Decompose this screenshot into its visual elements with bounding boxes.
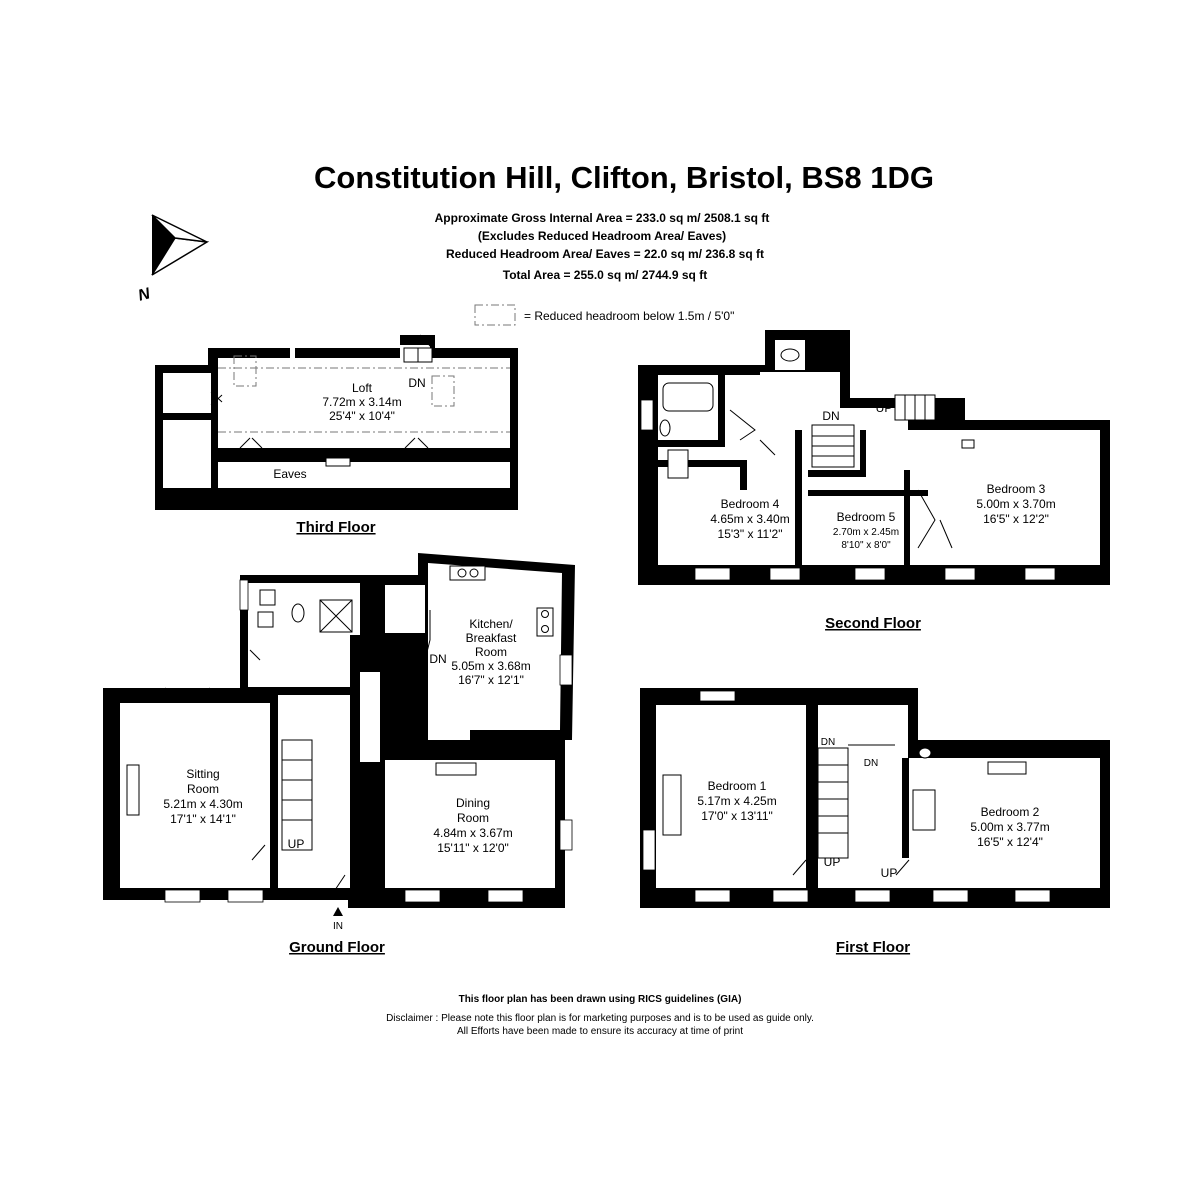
- first-floor-title: First Floor: [836, 939, 910, 956]
- bedroom2-metric: 5.00m x 3.77m: [970, 820, 1049, 834]
- sitting-room-imperial: 17'1" x 14'1": [170, 812, 236, 826]
- kitchen-name-line1: Kitchen/: [469, 617, 513, 631]
- loft-name: Loft: [352, 381, 373, 395]
- entrance-label: IN: [333, 921, 343, 932]
- bedroom3-metric: 5.00m x 3.70m: [976, 497, 1055, 511]
- sitting-room-metric: 5.21m x 4.30m: [163, 797, 242, 811]
- first-floor-stair-down-label: DN: [821, 737, 835, 748]
- second-floor-stair-up-label: UP: [876, 401, 893, 415]
- bedroom2-name: Bedroom 2: [981, 805, 1040, 819]
- first-floor-stair-up-label-2: UP: [881, 866, 898, 880]
- dining-room-metric: 4.84m x 3.67m: [433, 826, 512, 840]
- loft-stair-down-label: DN: [408, 376, 425, 390]
- eaves-label: Eaves: [273, 467, 306, 481]
- first-floor-stair-down-label-2: DN: [864, 758, 878, 769]
- bedroom1-metric: 5.17m x 4.25m: [697, 794, 776, 808]
- ground-floor-title: Ground Floor: [289, 939, 385, 956]
- ground-floor-plan: [103, 553, 575, 916]
- area-exclusion-note: (Excludes Reduced Headroom Area/ Eaves): [478, 229, 726, 243]
- loft-imperial: 25'4" x 10'4": [329, 409, 395, 423]
- third-floor-plan: [155, 334, 518, 510]
- first-floor-stair-up-label: UP: [824, 855, 841, 869]
- reduced-headroom-legend: = Reduced headroom below 1.5m / 5'0": [524, 309, 734, 323]
- first-floor-plan: [640, 688, 1110, 908]
- gross-internal-area: Approximate Gross Internal Area = 233.0 …: [435, 211, 770, 225]
- kitchen-name-line2: Breakfast: [466, 631, 517, 645]
- disclaimer-line2: All Efforts have been made to ensure its…: [457, 1026, 743, 1037]
- compass-label: N: [136, 285, 152, 305]
- ground-stair-down-label: DN: [429, 652, 446, 666]
- page-title: Constitution Hill, Clifton, Bristol, BS8…: [314, 160, 934, 195]
- reduced-headroom-legend-swatch: [474, 304, 516, 326]
- sitting-room-name-line1: Sitting: [186, 767, 219, 781]
- bedroom1-imperial: 17'0" x 13'11": [701, 809, 773, 823]
- kitchen-metric: 5.05m x 3.68m: [451, 659, 530, 673]
- kitchen-name-line3: Room: [475, 645, 507, 659]
- bedroom2-imperial: 16'5" x 12'4": [977, 835, 1043, 849]
- bedroom3-name: Bedroom 3: [987, 482, 1046, 496]
- second-floor-plan: [638, 330, 1110, 585]
- disclaimer-line1: Disclaimer : Please note this floor plan…: [386, 1013, 814, 1024]
- rics-note: This floor plan has been drawn using RIC…: [459, 994, 742, 1005]
- bedroom4-imperial: 15'3" x 11'2": [718, 527, 783, 541]
- total-area: Total Area = 255.0 sq m/ 2744.9 sq ft: [503, 268, 707, 282]
- kitchen-imperial: 16'7" x 12'1": [458, 673, 524, 687]
- bedroom5-imperial: 8'10" x 8'0": [841, 540, 891, 551]
- dining-room-imperial: 15'11" x 12'0": [437, 841, 509, 855]
- second-floor-title: Second Floor: [825, 615, 921, 632]
- bedroom3-imperial: 16'5" x 12'2": [983, 512, 1049, 526]
- bedroom1-name: Bedroom 1: [708, 779, 767, 793]
- dining-room-name-line2: Room: [457, 811, 489, 825]
- second-floor-stair-down-label: DN: [822, 409, 839, 423]
- loft-metric: 7.72m x 3.14m: [322, 395, 401, 409]
- bedroom4-name: Bedroom 4: [721, 497, 780, 511]
- bedroom5-name: Bedroom 5: [837, 510, 896, 524]
- bedroom5-metric: 2.70m x 2.45m: [833, 527, 899, 538]
- dining-room-name-line1: Dining: [456, 796, 490, 810]
- bedroom4-metric: 4.65m x 3.40m: [710, 512, 789, 526]
- reduced-headroom-area: Reduced Headroom Area/ Eaves = 22.0 sq m…: [446, 247, 764, 261]
- north-arrow-icon: [151, 214, 210, 276]
- ground-stair-up-label: UP: [288, 837, 305, 851]
- third-floor-title: Third Floor: [296, 519, 375, 536]
- sitting-room-name-line2: Room: [187, 782, 219, 796]
